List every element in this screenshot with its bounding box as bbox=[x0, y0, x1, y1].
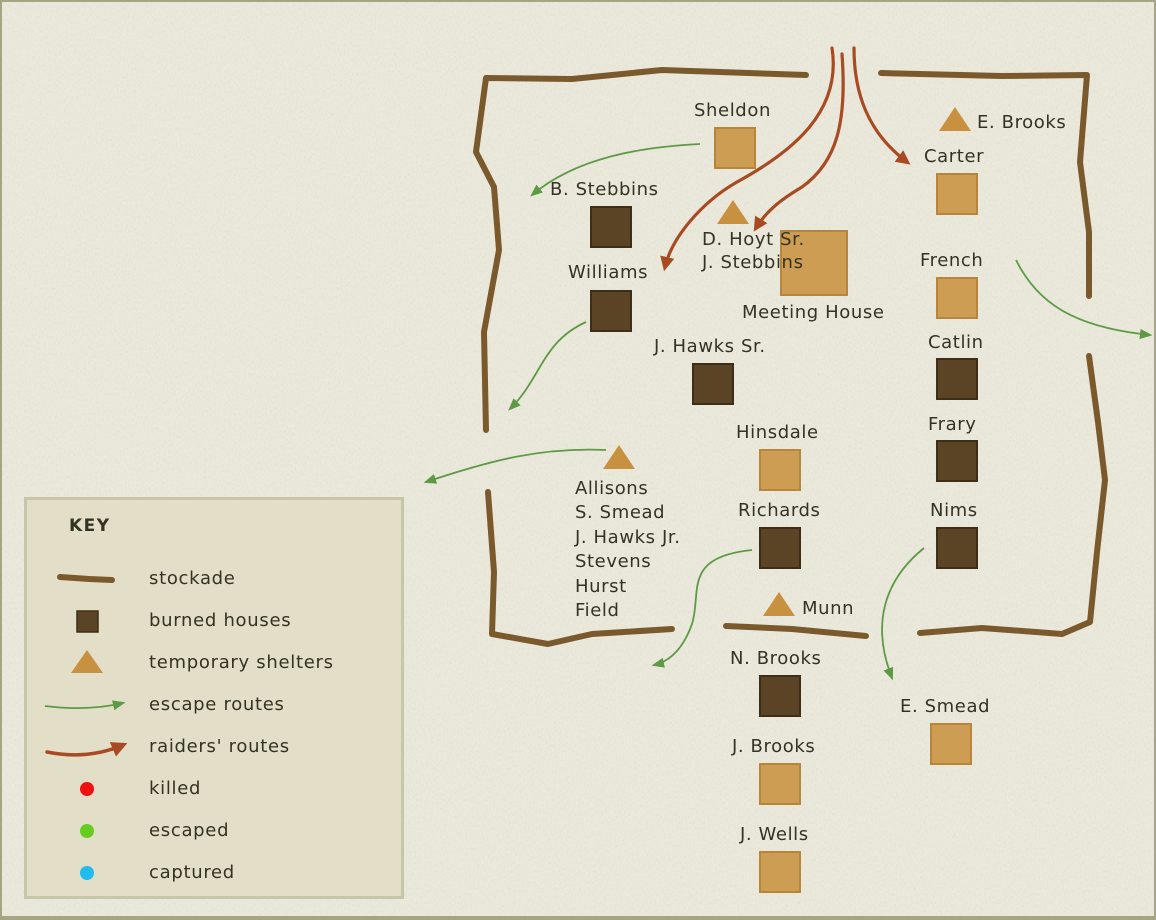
stockade-walls bbox=[473, 67, 1108, 647]
label-j-brooks: J. Brooks bbox=[732, 736, 816, 757]
label-e-smead: E. Smead bbox=[900, 696, 991, 717]
burned-house-symbol bbox=[76, 610, 99, 633]
label-e-brooks: E. Brooks bbox=[977, 112, 1067, 133]
label-carter: Carter bbox=[924, 146, 985, 167]
house-williams bbox=[590, 290, 632, 332]
label-allisons: Allisons bbox=[575, 478, 649, 499]
legend-row-raiders-routes: raiders' routes bbox=[27, 732, 397, 762]
legend-label-captured: captured bbox=[149, 862, 235, 883]
escaped-dot bbox=[80, 824, 94, 838]
escape-route-french bbox=[1015, 259, 1153, 339]
meeting-house bbox=[780, 230, 848, 296]
stockade-south-west bbox=[485, 489, 675, 647]
label-nims: Nims bbox=[930, 500, 978, 521]
raider-routes bbox=[660, 46, 911, 272]
legend-row-captured: captured bbox=[27, 858, 397, 888]
label-frary: Frary bbox=[928, 414, 977, 435]
raider-route-williams bbox=[660, 46, 835, 272]
legend-title: KEY bbox=[69, 516, 111, 536]
label-b-stebbins: B. Stebbins bbox=[550, 179, 659, 200]
legend-label-raiders-routes: raiders' routes bbox=[149, 736, 290, 757]
label-j-wells: J. Wells bbox=[740, 824, 809, 845]
label-j-hawks-jr: J. Hawks Jr. bbox=[575, 526, 681, 548]
killed-dot bbox=[80, 782, 94, 796]
label-french: French bbox=[920, 250, 984, 271]
shelter-allisons bbox=[603, 445, 635, 469]
label-j-stebbins: J. Stebbins bbox=[702, 252, 804, 273]
legend-row-killed: killed bbox=[27, 774, 397, 804]
house-catlin bbox=[936, 358, 978, 400]
label-hinsdale: Hinsdale bbox=[736, 422, 819, 443]
shelter-munn bbox=[763, 592, 795, 616]
label-s-smead: S. Smead bbox=[575, 502, 666, 524]
house-french bbox=[936, 277, 978, 319]
label-richards: Richards bbox=[738, 500, 821, 521]
house-j-hawks-sr bbox=[692, 363, 734, 405]
legend-row-escape-routes: escape routes bbox=[27, 690, 397, 720]
legend-label-escaped: escaped bbox=[149, 820, 230, 841]
label-sheldon: Sheldon bbox=[694, 100, 771, 121]
legend-label-escape-routes: escape routes bbox=[149, 694, 285, 715]
legend-label-stockade: stockade bbox=[149, 568, 236, 589]
legend-row-burned-houses: burned houses bbox=[27, 606, 397, 636]
house-n-brooks bbox=[759, 675, 801, 717]
house-sheldon bbox=[714, 127, 756, 169]
escape-route-sheldon bbox=[530, 143, 701, 197]
stockade-east bbox=[917, 353, 1108, 637]
escape-route-symbol bbox=[44, 700, 126, 711]
shelter-e-brooks bbox=[939, 107, 971, 131]
legend-row-temporary-shelters: temporary shelters bbox=[27, 648, 397, 678]
house-carter bbox=[936, 173, 978, 215]
stockade-symbol bbox=[57, 574, 115, 583]
house-nims bbox=[936, 527, 978, 569]
label-n-brooks: N. Brooks bbox=[730, 648, 822, 669]
escape-route-allisons bbox=[423, 448, 607, 484]
house-hinsdale bbox=[759, 449, 801, 491]
escape-route-nims bbox=[881, 547, 925, 681]
label-meeting-house: Meeting House bbox=[742, 302, 885, 323]
legend-row-escaped: escaped bbox=[27, 816, 397, 846]
label-j-hawks-sr: J. Hawks Sr. bbox=[654, 336, 766, 357]
label-stevens: Stevens bbox=[575, 551, 652, 573]
label-allisons-group: Allisons S. Smead J. Hawks Jr. Stevens H… bbox=[575, 477, 681, 623]
legend-row-stockade: stockade bbox=[27, 564, 397, 594]
raider-route-meeting-house bbox=[753, 52, 845, 232]
escape-route-richards bbox=[651, 549, 753, 668]
house-j-wells bbox=[759, 851, 801, 893]
shelter-d-hoyt bbox=[717, 200, 749, 224]
house-b-stebbins bbox=[590, 206, 632, 248]
stockade-south-middle bbox=[723, 623, 869, 639]
legend-label-temporary-shelters: temporary shelters bbox=[149, 652, 334, 673]
label-d-hoyt-sr: D. Hoyt Sr. bbox=[702, 229, 805, 250]
house-j-brooks bbox=[759, 763, 801, 805]
label-williams: Williams bbox=[568, 262, 649, 283]
label-catlin: Catlin bbox=[928, 332, 984, 353]
raider-route-carter bbox=[852, 46, 911, 165]
legend-label-killed: killed bbox=[149, 778, 202, 799]
label-field: Field bbox=[575, 600, 620, 622]
house-frary bbox=[936, 440, 978, 482]
temporary-shelter-symbol bbox=[71, 650, 103, 673]
label-hurst: Hurst bbox=[575, 575, 627, 597]
captured-dot bbox=[80, 866, 94, 880]
escape-route-williams bbox=[508, 321, 587, 411]
escape-routes bbox=[423, 143, 1153, 681]
stockade-north-east bbox=[878, 70, 1092, 299]
house-richards bbox=[759, 527, 801, 569]
stockade-north-west bbox=[473, 67, 809, 433]
legend-label-burned-houses: burned houses bbox=[149, 610, 292, 631]
label-munn: Munn bbox=[802, 598, 855, 619]
house-e-smead bbox=[930, 723, 972, 765]
map-legend: KEY stockade burned houses temporary she… bbox=[24, 497, 404, 899]
raider-route-symbol bbox=[45, 742, 128, 757]
